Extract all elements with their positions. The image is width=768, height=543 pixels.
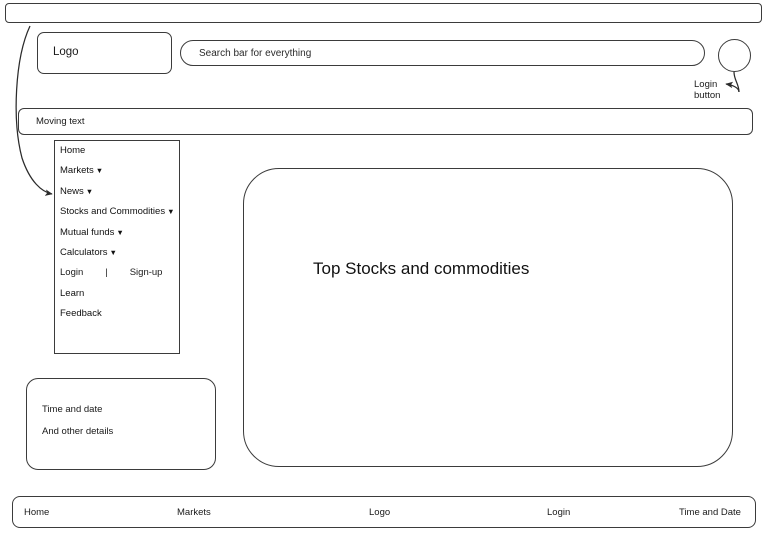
nav-item-signup[interactable]: Sign-up: [129, 267, 163, 279]
footer-item-time-and-date[interactable]: Time and Date: [679, 507, 741, 518]
nav-item-feedback[interactable]: Feedback: [60, 308, 102, 319]
search-placeholder-text: Search bar for everything: [199, 48, 312, 59]
footer-item-login[interactable]: Login: [547, 507, 571, 518]
nav-item-learn[interactable]: Learn: [60, 288, 84, 299]
chevron-down-icon: ▼: [167, 207, 175, 217]
footer-item-home[interactable]: Home: [24, 507, 50, 518]
nav-item-label: Home: [60, 145, 86, 156]
logo-placeholder[interactable]: [37, 32, 172, 74]
nav-item-mutual-funds[interactable]: Mutual funds▼: [60, 227, 124, 238]
chevron-down-icon: ▼: [85, 186, 94, 196]
nav-item-label: Stocks and Commodities: [60, 206, 166, 218]
logo-label: Logo: [53, 46, 79, 58]
nav-item-markets[interactable]: Markets▼: [60, 165, 103, 176]
callout-arrow-login-head: [725, 81, 740, 93]
nav-item-news[interactable]: News▼: [60, 186, 93, 197]
nav-item-home[interactable]: Home: [60, 145, 85, 156]
chevron-down-icon: ▼: [109, 247, 117, 257]
login-annotation-line-2: button: [694, 89, 721, 101]
chevron-down-icon: ▼: [116, 227, 124, 237]
nav-item-login[interactable]: Login: [60, 267, 84, 279]
ticker-label: Moving text: [36, 116, 85, 127]
navigation-menu: [54, 140, 180, 354]
nav-item-stocks-and-commodities[interactable]: Stocks and Commodities▼: [60, 206, 175, 217]
nav-auth-row: Login | Sign-up: [60, 267, 175, 278]
top-utility-bar[interactable]: [5, 3, 762, 23]
time-and-date-label: Time and date: [42, 404, 103, 415]
ticker-bar[interactable]: [18, 108, 753, 135]
login-annotation-line-1: Login: [694, 79, 718, 90]
nav-item-label: News: [60, 185, 84, 197]
chevron-down-icon: ▼: [95, 166, 104, 176]
search-input[interactable]: [180, 40, 705, 66]
nav-item-label: Feedback: [60, 308, 102, 320]
time-and-details-panel: [26, 378, 216, 470]
footer-item-markets[interactable]: Markets: [177, 507, 211, 518]
nav-auth-separator: |: [105, 267, 108, 279]
nav-item-label: Calculators: [60, 247, 108, 258]
login-button-annotation: Login button: [694, 79, 721, 102]
footer-bar: [12, 496, 756, 528]
callout-arrow-login: [733, 71, 740, 93]
main-content-panel[interactable]: [243, 168, 733, 467]
footer-item-logo[interactable]: Logo: [369, 507, 391, 518]
main-panel-title: Top Stocks and commodities: [313, 259, 530, 278]
nav-item-calculators[interactable]: Calculators▼: [60, 247, 117, 258]
nav-item-label: Learn: [60, 287, 85, 299]
other-details-label: And other details: [42, 426, 114, 437]
nav-item-label: Mutual funds: [60, 226, 115, 238]
login-button[interactable]: [718, 39, 751, 72]
nav-item-label: Markets: [60, 165, 94, 177]
